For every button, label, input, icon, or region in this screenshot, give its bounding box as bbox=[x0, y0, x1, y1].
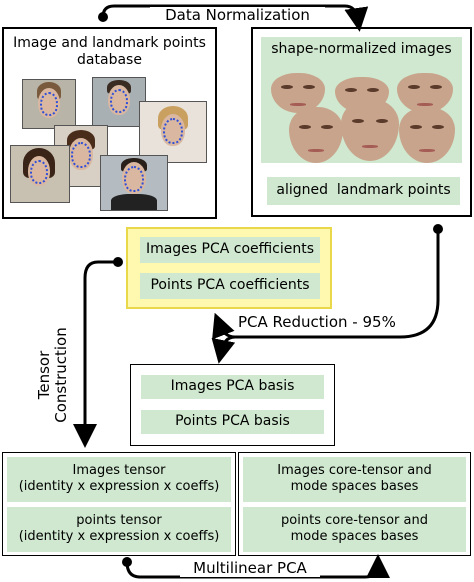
arrow-start-dot bbox=[122, 557, 132, 567]
database-photo bbox=[92, 77, 146, 127]
images-tensor-dims: (identity x expression x coeffs) bbox=[18, 479, 220, 494]
pca-to-coeff-arrow bbox=[212, 312, 236, 340]
images-tensor-title: Images tensor bbox=[72, 463, 166, 478]
database-photo bbox=[100, 155, 168, 211]
arrow-start-dot bbox=[113, 257, 123, 267]
points-tensor-panel: points tensor (identity x expression x c… bbox=[7, 507, 231, 552]
database-photo bbox=[22, 79, 76, 129]
normalized-face bbox=[397, 73, 453, 113]
points-core-bases: mode spaces bases bbox=[290, 529, 419, 544]
tensor-construction-arrow bbox=[73, 260, 118, 448]
database-photo bbox=[10, 145, 70, 203]
points-tensor-title: points tensor bbox=[76, 513, 162, 528]
images-basis-label: Images PCA basis bbox=[170, 378, 295, 394]
images-core-title: Images core-tensor and bbox=[277, 463, 432, 478]
points-core-title: points core-tensor and bbox=[281, 513, 428, 528]
images-basis-panel: Images PCA basis bbox=[141, 375, 324, 399]
normalized-box: shape-normalized images aligned landmark… bbox=[251, 27, 472, 217]
database-title: Image and landmark points database bbox=[13, 35, 206, 68]
images-coeff-panel: Images PCA coefficients bbox=[140, 237, 320, 263]
points-coeff-panel: Points PCA coefficients bbox=[140, 273, 320, 299]
pca-reduction-label: PCA Reduction - 95% bbox=[238, 313, 396, 331]
tensor-construction-label: Tensor Construction bbox=[35, 327, 70, 423]
database-box: Image and landmark points database bbox=[2, 27, 217, 219]
aligned-points-label: aligned landmark points bbox=[276, 182, 451, 198]
points-tensor-dims: (identity x expression x coeffs) bbox=[18, 529, 220, 544]
normalized-face bbox=[399, 107, 455, 163]
normalized-face bbox=[271, 73, 325, 113]
normalized-face bbox=[341, 99, 399, 161]
basis-box: Images PCA basis Points PCA basis bbox=[130, 364, 335, 446]
images-core-panel: Images core-tensor and mode spaces bases bbox=[243, 457, 466, 502]
points-basis-label: Points PCA basis bbox=[175, 413, 290, 429]
shape-normalized-panel: shape-normalized images bbox=[261, 37, 462, 163]
database-photo bbox=[139, 101, 207, 163]
points-core-panel: points core-tensor and mode spaces bases bbox=[243, 507, 466, 552]
cores-box: Images core-tensor and mode spaces bases… bbox=[238, 452, 471, 556]
shape-normalized-label: shape-normalized images bbox=[271, 41, 452, 57]
pca-to-basis-arrow bbox=[211, 335, 236, 364]
normalized-face bbox=[289, 107, 343, 163]
arrow-start-dot bbox=[433, 224, 443, 234]
images-coeff-label: Images PCA coefficients bbox=[145, 241, 315, 257]
tensors-box: Images tensor (identity x expression x c… bbox=[2, 452, 236, 556]
arrow-start-dot bbox=[98, 12, 108, 22]
points-basis-panel: Points PCA basis bbox=[141, 410, 324, 434]
images-tensor-panel: Images tensor (identity x expression x c… bbox=[7, 457, 231, 502]
data-normalization-label: Data Normalization bbox=[150, 7, 325, 24]
coefficients-box: Images PCA coefficients Points PCA coeff… bbox=[126, 227, 332, 309]
points-coeff-label: Points PCA coefficients bbox=[150, 277, 310, 293]
multilinear-pca-label: Multilinear PCA bbox=[180, 560, 320, 577]
aligned-points-panel: aligned landmark points bbox=[267, 177, 460, 205]
images-core-bases: mode spaces bases bbox=[290, 479, 419, 494]
